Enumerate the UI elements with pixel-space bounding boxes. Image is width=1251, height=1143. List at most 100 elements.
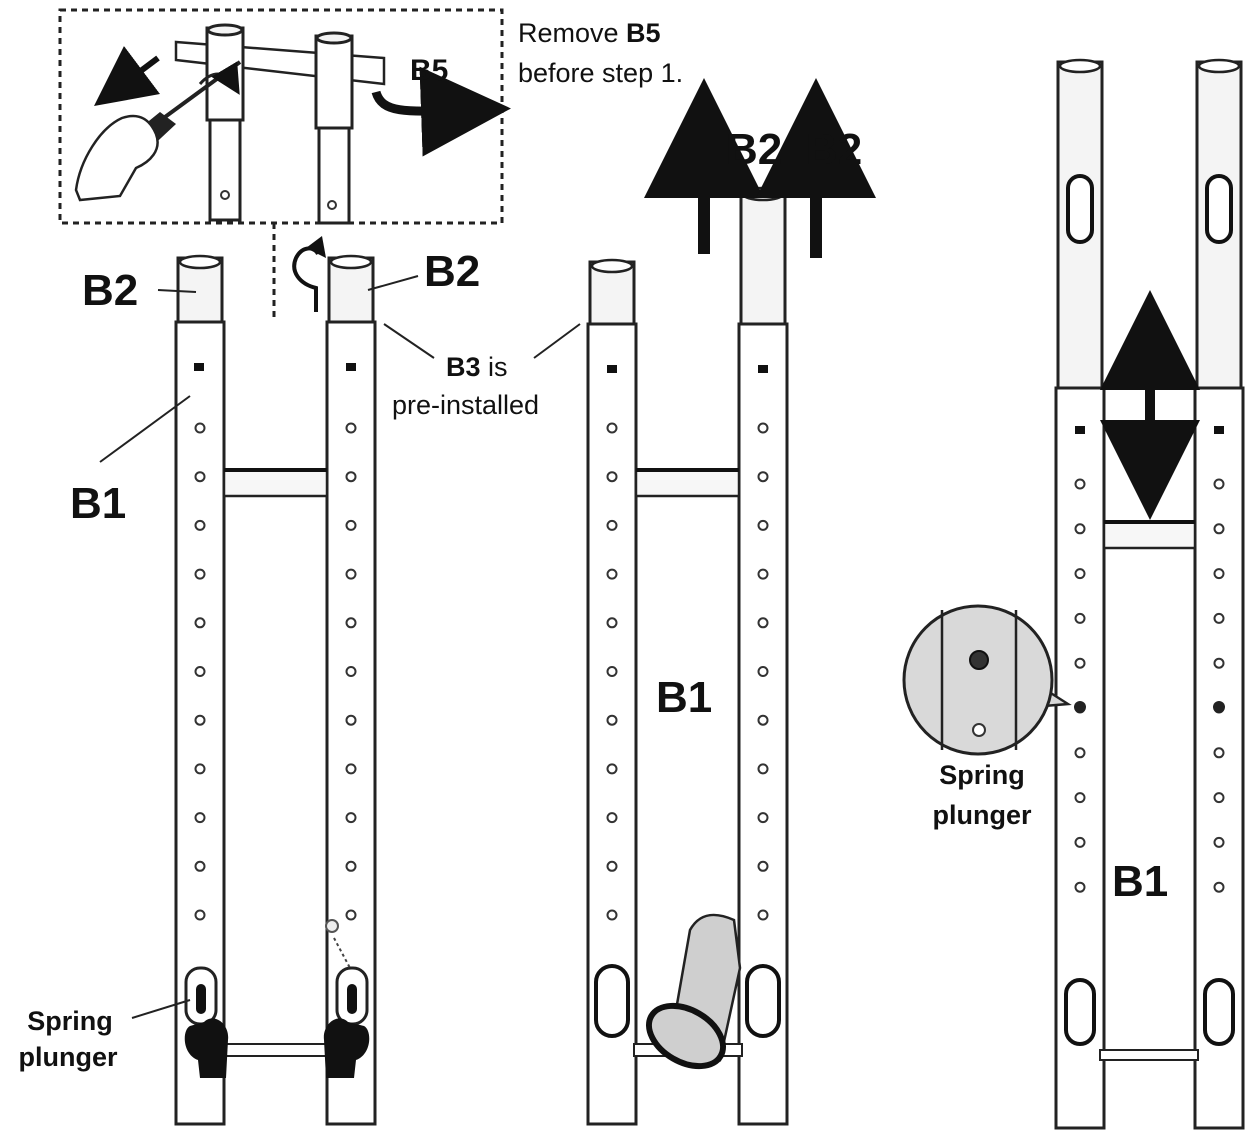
panel-3: Spring plunger B1 — [902, 58, 1245, 1130]
p3-b1-label: B1 — [1112, 857, 1168, 906]
inset-right-tube — [314, 34, 354, 130]
p1-crossbar — [222, 468, 329, 498]
adjustment-hole — [606, 763, 618, 775]
p2-right-slot — [745, 964, 781, 1038]
adjustment-hole — [194, 812, 206, 824]
adjustment-hole — [194, 909, 206, 921]
p2-right-b2-raised — [739, 188, 787, 328]
adjustment-hole — [194, 422, 206, 434]
p2-b2-right-label: B2 — [806, 125, 862, 174]
p1-b2-left-label: B2 — [82, 266, 138, 315]
p2-left-holes — [606, 422, 618, 921]
adjustment-hole — [1213, 657, 1225, 669]
p2-left-slot — [594, 964, 630, 1038]
adjustment-hole — [606, 519, 618, 531]
rotate-arrow-icon — [292, 246, 320, 312]
p2-crossbar — [634, 468, 741, 498]
adjustment-hole — [194, 568, 206, 580]
p1-b2-right-label: B2 — [424, 247, 480, 296]
adjustment-hole — [757, 568, 769, 580]
adjustment-hole — [1074, 836, 1086, 848]
adjustment-hole — [1074, 523, 1086, 535]
p2-b1-label: B1 — [656, 673, 712, 722]
remove-b5-arrow — [371, 66, 511, 157]
adjustment-hole — [757, 763, 769, 775]
adjustment-hole — [757, 666, 769, 677]
adjustment-hole — [757, 519, 769, 531]
adjustment-hole — [606, 568, 618, 580]
adjustment-hole — [1213, 478, 1225, 490]
adjustment-hole — [1074, 612, 1086, 624]
p3-spring-label-line2: plunger — [933, 800, 1032, 830]
p1-b1-label: B1 — [70, 479, 126, 528]
adjustment-hole — [757, 714, 769, 726]
remove-b5-note: Remove B5 — [518, 18, 661, 48]
adjustment-hole — [194, 666, 206, 677]
pull-out-arrow — [94, 45, 160, 106]
adjustment-hole — [1074, 478, 1086, 490]
adjustment-hole — [1213, 568, 1225, 580]
adjustment-hole — [194, 519, 206, 531]
adjustment-hole — [345, 714, 357, 726]
p2-foot-icon — [646, 913, 742, 1070]
adjustment-hole — [194, 714, 206, 726]
p3-right-plunger — [1213, 701, 1225, 713]
adjustment-hole — [1213, 612, 1225, 624]
adjustment-hole — [1213, 881, 1225, 893]
adjustment-hole — [345, 666, 357, 677]
adjustment-hole — [1074, 747, 1086, 759]
adjustment-hole — [345, 812, 357, 824]
p1-left-holes — [194, 422, 206, 921]
inset-remove-b5: B5 — [58, 8, 511, 318]
b3-note: B3 is — [446, 352, 508, 382]
adjustment-hole — [1074, 568, 1086, 580]
adjustment-hole — [606, 909, 618, 921]
inset-frame — [58, 8, 504, 225]
adjustment-hole — [606, 714, 618, 726]
adjustment-hole — [606, 617, 618, 629]
adjustment-hole — [606, 666, 618, 677]
p1-left-hand-icon — [184, 966, 229, 1078]
adjustment-hole — [1213, 747, 1225, 759]
adjustment-hole — [606, 860, 618, 872]
adjustment-hole — [606, 471, 618, 483]
adjustment-hole — [345, 422, 357, 434]
p3-bottom-bar — [1099, 1049, 1199, 1061]
adjustment-hole — [194, 860, 206, 872]
inset-b5-label: B5 — [410, 54, 448, 87]
adjustment-hole — [345, 860, 357, 872]
p1-right-hand-icon — [323, 919, 370, 1078]
adjustment-hole — [757, 909, 769, 921]
inset-left-lower — [208, 118, 242, 222]
adjustment-hole — [345, 909, 357, 921]
p3-crossbar — [1102, 520, 1197, 550]
remove-b5-note-line2: before step 1. — [518, 58, 683, 88]
adjustment-hole — [345, 617, 357, 629]
adjustment-hole — [345, 568, 357, 580]
adjustment-hole — [1213, 836, 1225, 848]
adjustment-hole — [757, 860, 769, 872]
adjustment-hole — [194, 763, 206, 775]
adjustment-hole — [757, 617, 769, 629]
adjustment-hole — [345, 763, 357, 775]
adjustment-hole — [1213, 792, 1225, 804]
adjustment-hole — [194, 617, 206, 629]
p1-spring-label: Spring — [27, 1006, 113, 1036]
adjustment-hole — [1074, 881, 1086, 893]
adjustment-hole — [757, 422, 769, 434]
adjustment-hole — [757, 471, 769, 483]
adjustment-hole — [606, 422, 618, 434]
screwdriver-hand-icon — [74, 60, 242, 202]
p1-right-holes — [345, 422, 357, 921]
adjustment-hole — [194, 471, 206, 483]
adjustment-hole — [1074, 657, 1086, 669]
panel-1: B2 B2 B1 B3 is pre-installed Spring plun… — [19, 236, 581, 1126]
p3-zoom-bubble — [902, 604, 1072, 756]
b3-note-line2: pre-installed — [392, 390, 539, 420]
p3-spring-label: Spring — [939, 760, 1025, 790]
p1-spring-label-line2: plunger — [19, 1042, 118, 1072]
adjustment-hole — [606, 812, 618, 824]
p3-left-plunger — [1074, 701, 1086, 713]
